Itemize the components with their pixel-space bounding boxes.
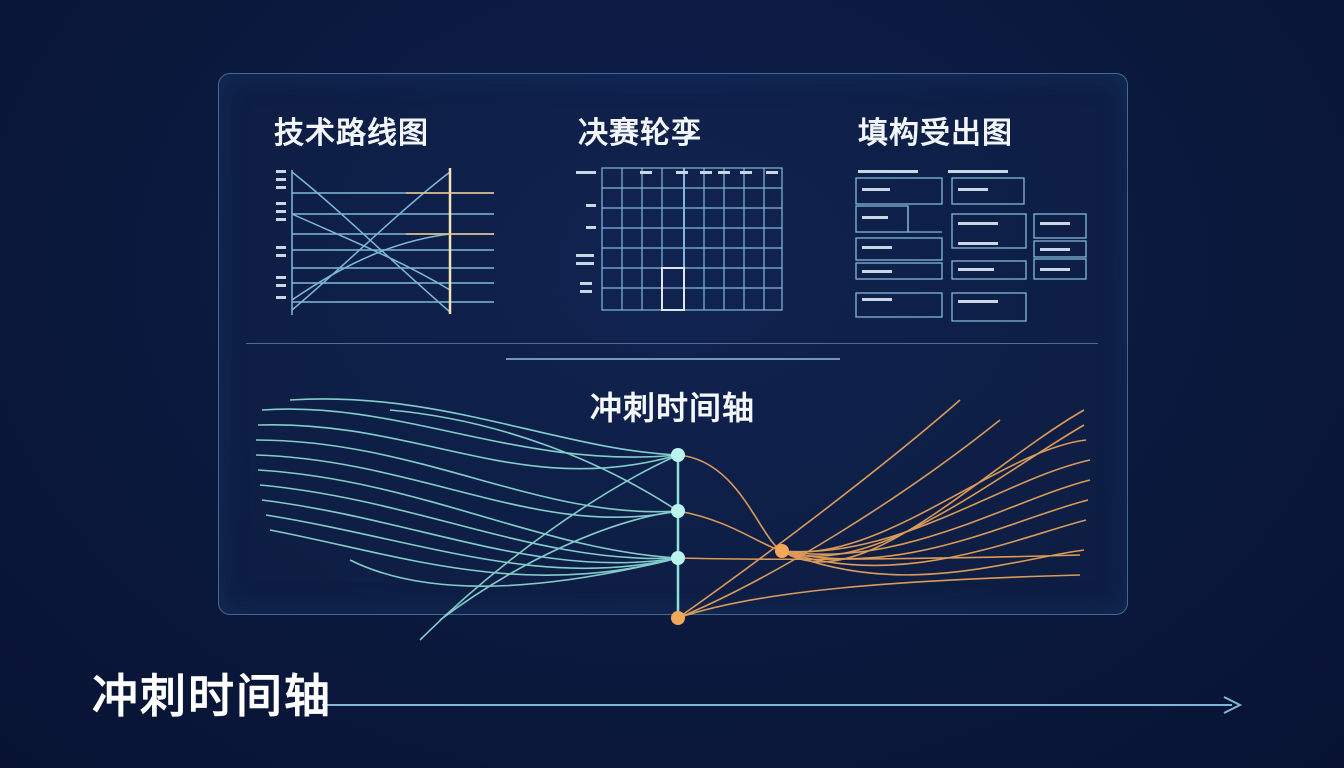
roadmap-tick — [276, 246, 286, 249]
roadmap-title: 技术路线图 — [274, 116, 429, 151]
structure-diagram — [855, 177, 1087, 322]
roadmap-tick — [276, 202, 286, 205]
structure-box — [855, 237, 943, 261]
timeline-node — [671, 448, 685, 462]
roadmap-curve — [291, 233, 451, 301]
roadmap-chart — [291, 168, 494, 315]
structure-box — [951, 177, 1025, 205]
roadmap-tick — [276, 170, 286, 173]
matrix-grid — [601, 167, 783, 311]
matrix-highlight-cell — [661, 267, 685, 311]
main-panel — [218, 73, 1128, 615]
timeline-merge-node — [775, 544, 789, 558]
structure-box — [1033, 258, 1087, 280]
structure-box-labels — [858, 170, 1070, 303]
section-divider — [246, 343, 1098, 344]
timeline-node — [671, 551, 685, 565]
structure-box — [1033, 240, 1087, 258]
structure-box — [951, 292, 1027, 322]
timeline-header-line — [506, 358, 840, 360]
roadmap-row-ticks — [276, 170, 286, 299]
timeline-orange-streams — [677, 399, 1091, 619]
structure-box — [855, 262, 943, 280]
roadmap-tick — [276, 284, 286, 287]
roadmap-curve — [291, 171, 451, 313]
structure-title: 填构受出图 — [858, 116, 1013, 151]
roadmap-tick — [276, 276, 286, 279]
matrix-header-ticks — [576, 171, 778, 293]
roadmap-curve — [291, 171, 451, 311]
timeline-node-orange — [671, 611, 685, 625]
timeline-cyan-streams — [255, 398, 679, 641]
structure-box — [1033, 213, 1087, 239]
arrow-right-icon — [1223, 696, 1243, 714]
roadmap-tick — [276, 218, 286, 221]
roadmap-curve — [291, 213, 451, 291]
matrix-frame — [601, 167, 783, 311]
footer-title: 冲刺时间轴 — [92, 669, 332, 723]
roadmap-tick — [276, 254, 286, 257]
roadmap-tick — [276, 296, 286, 299]
structure-box — [951, 260, 1027, 280]
timeline-panel-title: 冲刺时间轴 — [590, 389, 756, 427]
roadmap-tick — [276, 210, 286, 213]
timeline-node — [671, 504, 685, 518]
matrix-title: 决赛轮孪 — [578, 116, 702, 151]
structure-box — [951, 213, 1027, 249]
structure-box — [855, 177, 943, 205]
roadmap-tick — [276, 186, 286, 189]
roadmap-tick — [276, 178, 286, 181]
structure-box — [855, 292, 943, 318]
